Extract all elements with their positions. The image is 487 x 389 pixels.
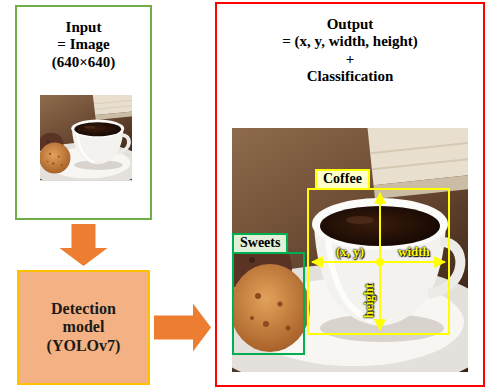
output-box: Output= (x, y, width, height)+ Classific… xyxy=(215,2,485,387)
input-photo xyxy=(28,89,145,187)
center-point xyxy=(376,258,384,266)
node-label: = (x, y, width, height) xyxy=(217,33,483,50)
dimension-label: (x, y) xyxy=(336,244,364,260)
node-label: = Image (640×640) xyxy=(44,36,124,71)
bounding-box: Coffee xyxy=(307,188,450,335)
node-label: + Classification xyxy=(304,51,396,86)
bounding-box: Sweets xyxy=(232,252,305,355)
node-label: Input xyxy=(17,19,150,36)
node-label: Output xyxy=(217,16,483,33)
dimension-label: width xyxy=(398,244,430,260)
block-arrow xyxy=(154,304,211,352)
block-arrow xyxy=(60,224,108,266)
node-label: Detection model (YOLOv7) xyxy=(34,300,134,355)
dimension-label: height xyxy=(361,284,377,319)
class-tag: Sweets xyxy=(232,233,288,254)
output-photo xyxy=(200,112,487,389)
input-box: Input= Image (640×640) xyxy=(15,5,152,220)
model-box: Detection model (YOLOv7) xyxy=(17,270,150,385)
class-tag: Coffee xyxy=(315,169,370,190)
